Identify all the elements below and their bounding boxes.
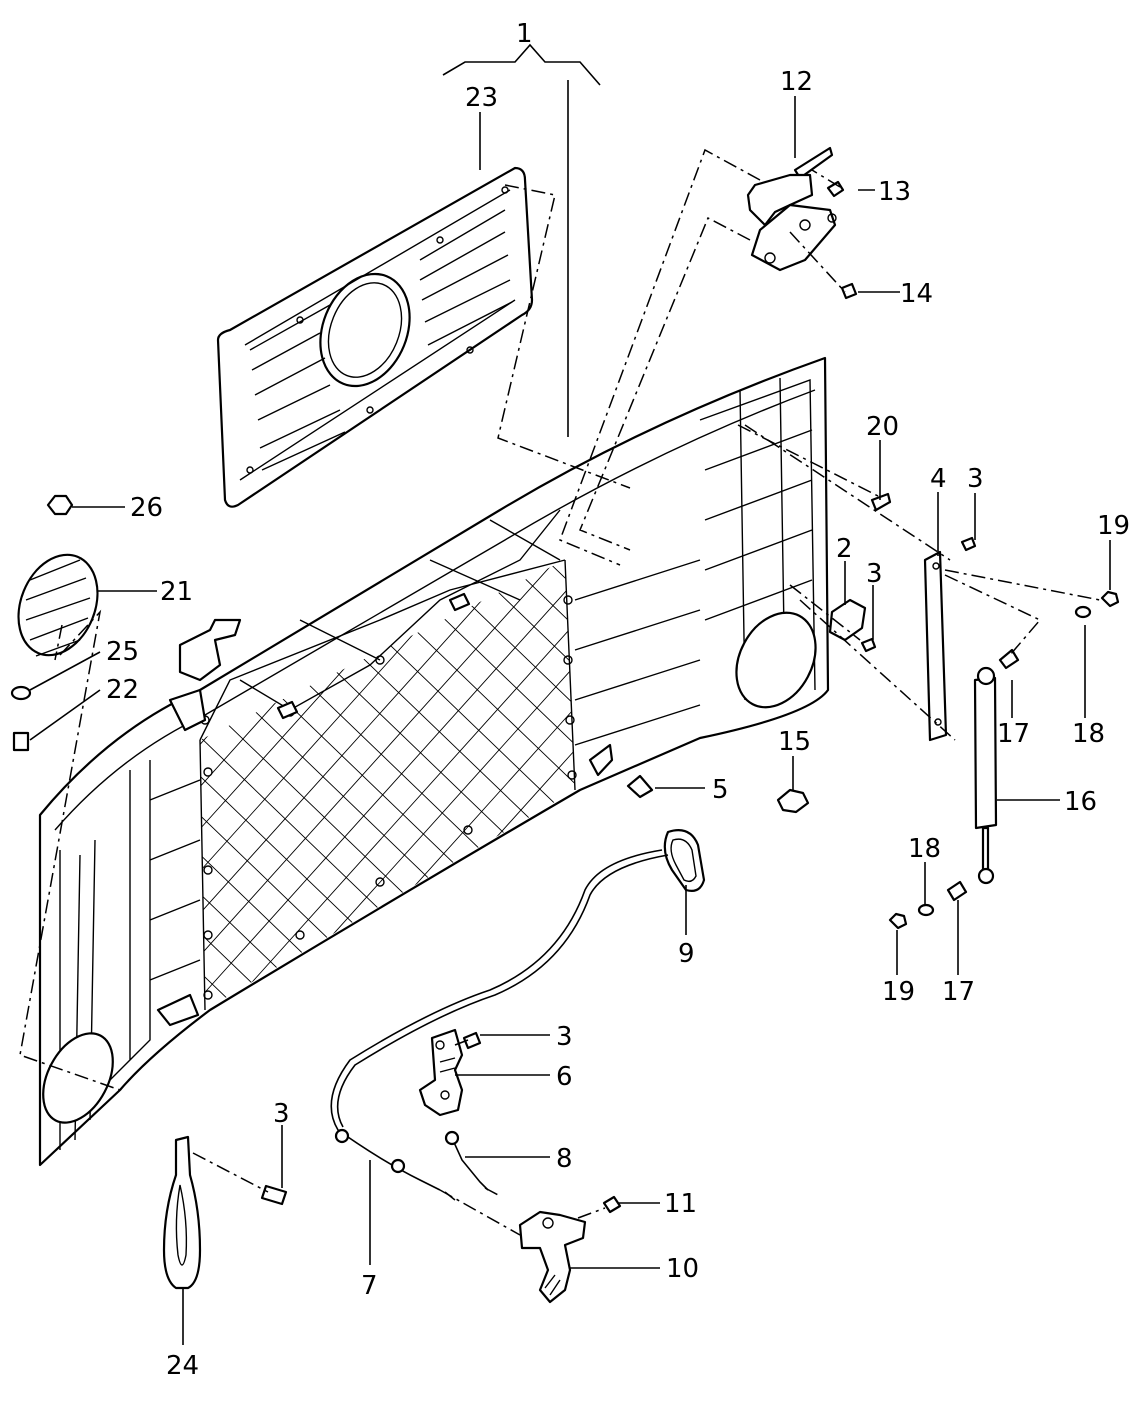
callout-4: 4 bbox=[930, 464, 947, 494]
callout-18-upper: 18 bbox=[1072, 719, 1105, 749]
gas-strut-part bbox=[973, 666, 998, 885]
leader-lines bbox=[29, 43, 1111, 1345]
support-bar-part bbox=[923, 550, 948, 742]
callout-23: 23 bbox=[465, 83, 498, 113]
release-handle-part bbox=[663, 829, 706, 892]
callout-3-upper: 3 bbox=[967, 464, 984, 494]
callout-19-upper: 19 bbox=[1097, 511, 1130, 541]
callout-21: 21 bbox=[160, 577, 193, 607]
callout-8: 8 bbox=[556, 1144, 573, 1174]
callout-6: 6 bbox=[556, 1062, 573, 1092]
hardware-parts bbox=[10, 180, 1120, 1214]
callout-17-upper: 17 bbox=[997, 719, 1030, 749]
cable-link-part bbox=[444, 1130, 489, 1191]
callout-20: 20 bbox=[866, 412, 899, 442]
latch-part bbox=[418, 1028, 464, 1117]
callout-9: 9 bbox=[678, 939, 695, 969]
callout-3-mid: 3 bbox=[866, 559, 883, 589]
callout-25: 25 bbox=[106, 637, 139, 667]
assembly-lines bbox=[19, 148, 1101, 1236]
grille-part bbox=[17, 553, 99, 657]
callout-12: 12 bbox=[780, 67, 813, 97]
strap-part bbox=[162, 1135, 202, 1290]
callout-22: 22 bbox=[106, 675, 139, 705]
release-cable-part bbox=[330, 849, 669, 1191]
callout-15: 15 bbox=[778, 727, 811, 757]
callout-14: 14 bbox=[900, 279, 933, 309]
callout-10: 10 bbox=[666, 1254, 699, 1284]
callout-11: 11 bbox=[664, 1189, 697, 1219]
callout-24: 24 bbox=[166, 1351, 199, 1381]
callout-5: 5 bbox=[712, 775, 729, 805]
hood-panel-part bbox=[38, 356, 830, 1167]
callout-18-lower: 18 bbox=[908, 834, 941, 864]
callout-1: 1 bbox=[516, 19, 533, 49]
callout-19-lower: 19 bbox=[882, 977, 915, 1007]
callout-13: 13 bbox=[878, 177, 911, 207]
callout-3-lower: 3 bbox=[273, 1099, 290, 1129]
callout-7: 7 bbox=[361, 1271, 378, 1301]
release-lever-part bbox=[518, 1210, 587, 1304]
callout-16: 16 bbox=[1064, 787, 1097, 817]
callout-3-latch: 3 bbox=[556, 1022, 573, 1052]
callout-labels: 1 23 12 13 14 20 4 3 19 2 3 26 21 25 22 … bbox=[106, 19, 1130, 1381]
callout-17-lower: 17 bbox=[942, 977, 975, 1007]
callout-26: 26 bbox=[130, 493, 163, 523]
hood-hinge-part bbox=[746, 146, 837, 272]
insulation-mat-part bbox=[216, 166, 534, 508]
callout-2: 2 bbox=[836, 534, 853, 564]
